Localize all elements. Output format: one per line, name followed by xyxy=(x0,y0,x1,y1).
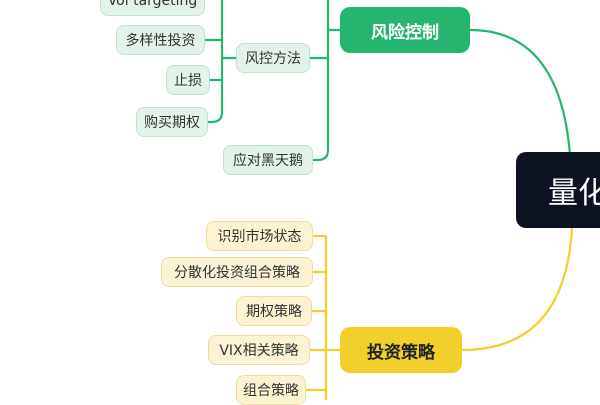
root-to-invest-connector xyxy=(461,227,574,352)
leaf-black-swan[interactable]: 应对黑天鹅 xyxy=(223,145,313,175)
branch-label: 投资策略 xyxy=(367,342,435,363)
leaf-options-strategy[interactable]: 期权策略 xyxy=(236,296,312,326)
leaf-label: 多样性投资 xyxy=(125,33,196,49)
leaf-identify-market-state[interactable]: 识别市场状态 xyxy=(206,221,313,251)
branch-investment-strategy[interactable]: 投资策略 xyxy=(340,327,462,373)
leaf-vix-strategy[interactable]: VIX相关策略 xyxy=(208,335,310,365)
leaf-label: 止损 xyxy=(174,73,202,89)
leaf-label: VIX相关策略 xyxy=(219,343,299,359)
leaf-stop-loss[interactable]: 止损 xyxy=(166,65,210,95)
leaf-combination-strategy[interactable]: 组合策略 xyxy=(236,375,306,405)
root-node-quant[interactable]: 量化 xyxy=(516,152,600,228)
leaf-label: 分散化投资组合策略 xyxy=(174,265,300,281)
invest-to-leaves-connector xyxy=(300,234,340,400)
leaf-label: 应对黑天鹅 xyxy=(233,153,303,169)
node-label: 风控方法 xyxy=(245,51,301,67)
leaf-buy-options[interactable]: 购买期权 xyxy=(136,107,208,137)
branch-label: 风险控制 xyxy=(371,22,439,43)
leaf-label: 期权策略 xyxy=(246,304,302,320)
leaf-label: 识别市场状态 xyxy=(217,229,302,245)
leaf-label: Vol targeting xyxy=(107,0,198,9)
leaf-vol-targeting[interactable]: Vol targeting xyxy=(100,0,205,16)
method-to-leaves-connector xyxy=(205,0,236,124)
risk-to-children-connector xyxy=(310,0,340,162)
node-risk-methods[interactable]: 风控方法 xyxy=(236,43,310,73)
root-label: 量化 xyxy=(548,176,600,211)
leaf-diversified-investment[interactable]: 多样性投资 xyxy=(116,25,205,55)
leaf-label: 购买期权 xyxy=(144,115,200,131)
leaf-label: 组合策略 xyxy=(243,383,299,399)
root-to-risk-connector xyxy=(469,28,572,156)
branch-risk-control[interactable]: 风险控制 xyxy=(340,7,470,53)
leaf-diversified-portfolio-strategy[interactable]: 分散化投资组合策略 xyxy=(161,257,313,287)
